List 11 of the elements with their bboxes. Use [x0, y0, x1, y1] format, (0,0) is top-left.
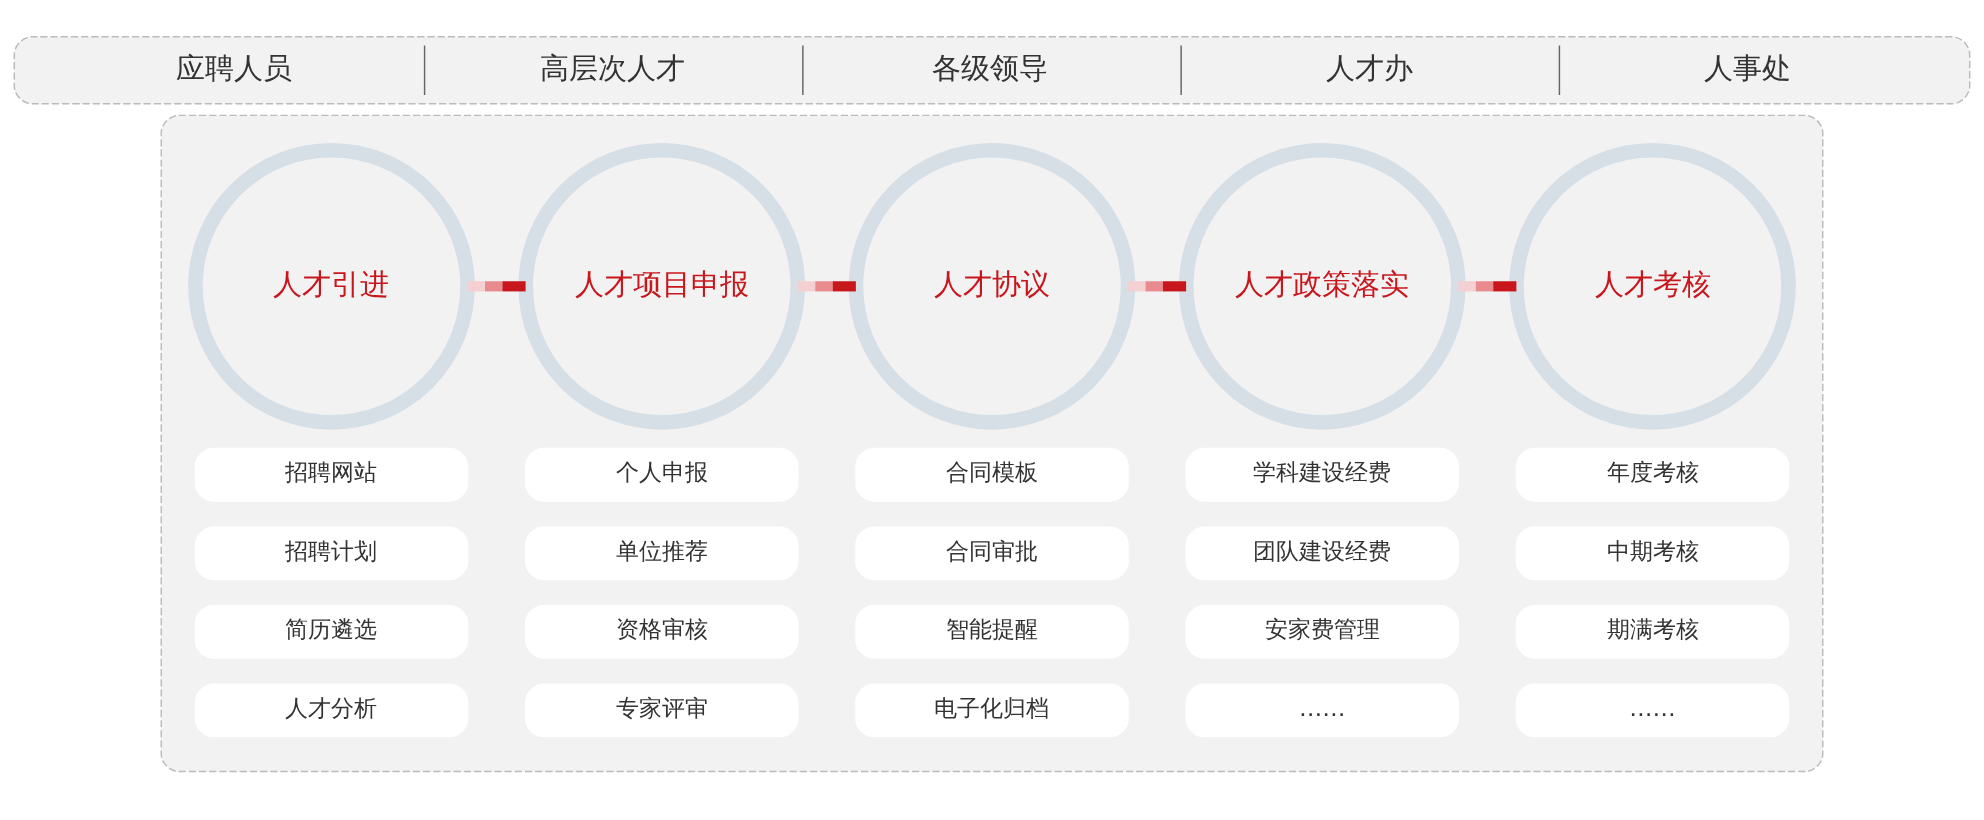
connector [797, 281, 856, 292]
cluster [160, 114, 1824, 773]
connector [1458, 281, 1517, 292]
node-circle: 人才考核 [1509, 143, 1796, 430]
connector [467, 281, 526, 292]
node-box: 应聘人员 高层次人才 各级领导 人才办 人事处 [13, 36, 1971, 105]
connector [1128, 281, 1187, 292]
node-circle: 人才协议 [848, 143, 1136, 430]
node-circle: 人才政策落实 [1178, 143, 1466, 430]
node-circle: 人才引进 [188, 143, 475, 430]
node-circle: 人才项目申报 [518, 143, 806, 430]
